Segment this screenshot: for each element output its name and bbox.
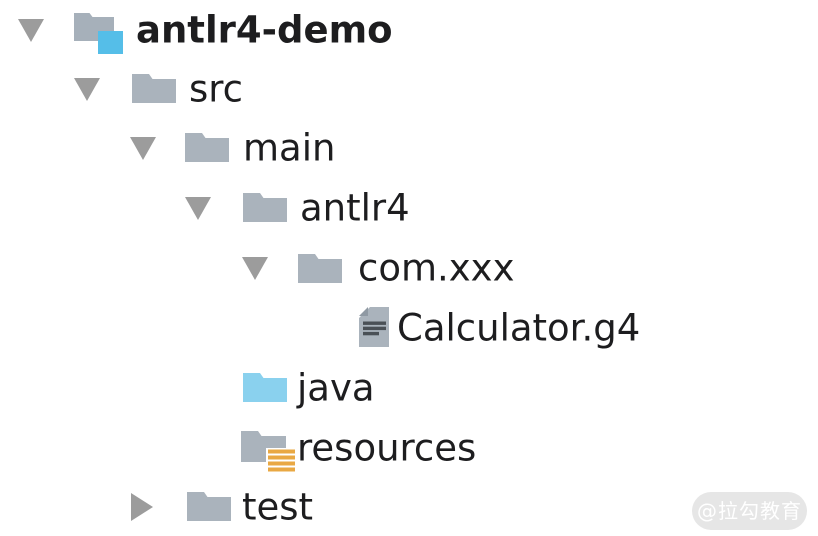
tree-item-label: main [243,126,336,170]
tree-item-label: com.xxx [358,246,515,290]
collapse-arrow-icon[interactable] [242,257,268,280]
collapse-arrow-icon[interactable] [74,78,100,101]
tree-row-src[interactable]: src [0,59,818,119]
tree-item-label: java [297,366,375,410]
project-root-folder-icon [73,9,125,59]
folder-icon [184,129,230,167]
tree-row-calculator-g4[interactable]: Calculator.g4 [0,298,818,358]
tree-row-resources[interactable]: resources [0,418,818,478]
collapse-arrow-icon[interactable] [18,19,44,42]
folder-icon [297,250,343,288]
folder-icon [131,70,177,108]
tree-item-label: antlr4 [300,186,410,230]
collapse-arrow-icon[interactable] [185,197,211,220]
tree-item-label: Calculator.g4 [397,306,641,350]
tree-row-antlr4[interactable]: antlr4 [0,178,818,238]
tree-row-main[interactable]: main [0,118,818,178]
tree-item-label: antlr4-demo [136,8,393,52]
tree-row-com-xxx[interactable]: com.xxx [0,238,818,298]
expand-arrow-icon[interactable] [131,493,153,521]
tree-item-label: resources [297,426,477,470]
tree-row-antlr4-demo[interactable]: antlr4-demo [0,0,818,60]
watermark-badge: @拉勾教育 [692,492,807,530]
tree-item-label: src [189,67,244,111]
folder-icon [242,189,288,227]
java-source-folder-icon [242,369,288,407]
collapse-arrow-icon[interactable] [130,137,156,160]
folder-icon [186,488,232,526]
tree-row-java[interactable]: java [0,358,818,418]
tree-row-test[interactable]: test [0,477,818,536]
resources-folder-icon [240,427,298,479]
tree-item-label: test [242,485,314,529]
grammar-file-icon [358,306,390,352]
